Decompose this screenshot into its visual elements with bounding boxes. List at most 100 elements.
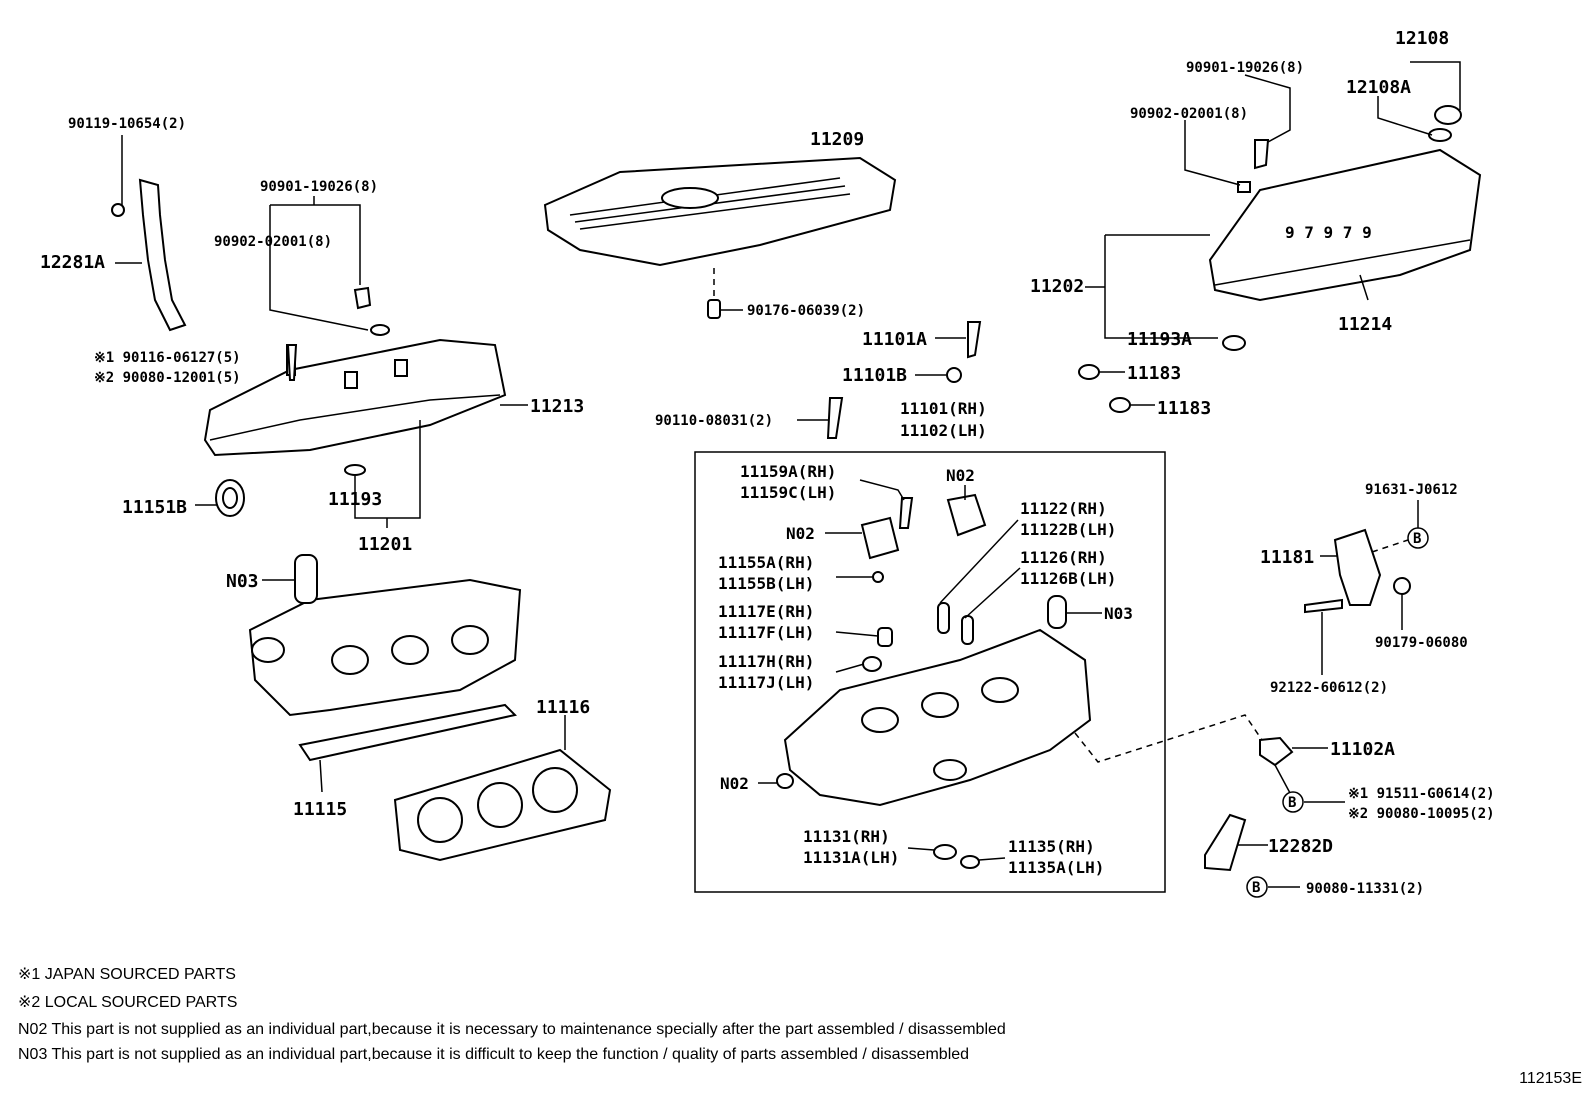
stud-92122-drawing [1304, 598, 1343, 614]
cylinder-head-assy-box [694, 451, 1166, 893]
label-11159c: 11159C(LH) [740, 483, 836, 502]
label-11209: 11209 [810, 129, 864, 150]
engine-cover-drawing [543, 156, 897, 319]
label-11122b: 11122B(LH) [1020, 520, 1116, 539]
bolt-11159-drawing [898, 497, 914, 529]
label-90902-right: 90902-02001(8) [1130, 106, 1248, 122]
label-11117e: 11117E(RH) [718, 602, 814, 621]
label-11117h: 11117H(RH) [718, 652, 814, 671]
label-11183-b: 11183 [1157, 398, 1211, 419]
label-n02-left: N02 [786, 524, 815, 543]
nut-90179-drawing [1393, 577, 1411, 595]
bearing-cap-left-drawing [860, 516, 900, 560]
n03-tube-right-drawing [1047, 595, 1067, 629]
label-12108a: 12108A [1346, 77, 1411, 98]
plug-11183-b-drawing [1109, 397, 1131, 413]
label-90080-10095: ※2 90080-10095(2) [1348, 806, 1495, 822]
label-11126: 11126(RH) [1020, 548, 1107, 567]
note-n02: N02 This part is not supplied as an indi… [18, 1021, 1006, 1038]
label-11155b: 11155B(LH) [718, 574, 814, 593]
guide-11122-drawing [937, 602, 950, 634]
label-11117f: 11117F(LH) [718, 623, 814, 642]
label-11135: 11135(RH) [1008, 837, 1095, 856]
label-90901-left: 90901-19026(8) [260, 179, 378, 195]
label-91631: 91631-J0612 [1365, 482, 1458, 498]
bolt-90116-drawing [286, 344, 298, 381]
pin-11155-drawing [872, 571, 884, 583]
label-90119: 90119-10654(2) [68, 116, 186, 132]
label-11201: 11201 [358, 534, 412, 555]
label-n02-top: N02 [946, 466, 975, 485]
label-n03-right: N03 [1104, 604, 1133, 623]
label-11115: 11115 [293, 799, 347, 820]
label-11193: 11193 [328, 489, 382, 510]
b-marker-2-text: B [1288, 795, 1296, 811]
cylinder-head-left-drawing [248, 554, 522, 717]
label-90902-left: 90902-02001(8) [214, 234, 332, 250]
label-12108: 12108 [1395, 28, 1449, 49]
label-11181: 11181 [1260, 547, 1314, 568]
label-11126b: 11126B(LH) [1020, 569, 1116, 588]
part-labels: 12108 12108A 90901-19026(8) 90902-02001(… [40, 28, 1495, 897]
gasket-11193a-drawing [1222, 335, 1246, 351]
note-japan-sourced: ※1 JAPAN SOURCED PARTS [18, 966, 236, 983]
label-11101a: 11101A [862, 329, 927, 350]
note-local-sourced: ※2 LOCAL SOURCED PARTS [18, 994, 238, 1011]
guide-11117e-drawing [877, 627, 893, 647]
label-90110: 90110-08031(2) [655, 413, 773, 429]
label-11101: 11101(RH) [900, 399, 987, 418]
label-12282d: 12282D [1268, 836, 1333, 857]
label-11116: 11116 [536, 697, 590, 718]
n03-tube-drawing [294, 554, 318, 604]
plug-11117h-drawing [862, 656, 882, 672]
guide-11126-drawing [961, 615, 974, 645]
bolt-11101a-drawing [967, 321, 982, 359]
gasket-11115-drawing [298, 703, 517, 762]
label-11155a: 11155A(RH) [718, 553, 814, 572]
plug-11183-a-drawing [1078, 364, 1100, 380]
bearing-cap-right-drawing [946, 493, 987, 537]
plug-11131-drawing [933, 844, 957, 860]
head-cover-right-drawing: 9 7 9 7 9 [1208, 105, 1482, 302]
head-gasket-11116-drawing [393, 748, 612, 862]
label-11101b: 11101B [842, 365, 907, 386]
label-11122: 11122(RH) [1020, 499, 1107, 518]
plug-11135-drawing [960, 855, 980, 869]
label-90179: 90179-06080 [1375, 635, 1468, 651]
label-11131: 11131(RH) [803, 827, 890, 846]
b-marker-2 [1282, 791, 1304, 813]
label-11214: 11214 [1338, 314, 1392, 335]
label-11102: 11102(LH) [900, 421, 987, 440]
label-11102a: 11102A [1330, 739, 1395, 760]
b-marker-3-text: B [1252, 880, 1260, 896]
label-91511: ※1 91511-G0614(2) [1348, 786, 1495, 802]
label-11159a: 11159A(RH) [740, 462, 836, 481]
label-11131a: 11131A(LH) [803, 848, 899, 867]
label-90116: ※1 90116-06127(5) [94, 350, 241, 366]
bracket-12281a-drawing [111, 178, 187, 332]
b-markers: B B B [1246, 527, 1429, 898]
label-n03-left: N03 [226, 571, 259, 592]
b-marker-1-text: B [1413, 531, 1421, 547]
n02-plug-drawing [776, 773, 794, 789]
label-11183-a: 11183 [1127, 363, 1181, 384]
bracket-11181-drawing [1333, 528, 1382, 606]
label-92122: 92122-60612(2) [1270, 680, 1388, 696]
label-11117j: 11117J(LH) [718, 673, 814, 692]
washer-11101b-drawing [946, 367, 962, 383]
label-11202: 11202 [1030, 276, 1084, 297]
b-marker-1 [1407, 527, 1429, 549]
seal-11151b-inner [222, 487, 238, 509]
figure-id: 112153E [1519, 1070, 1582, 1087]
sensor-11102a-drawing [1259, 736, 1294, 767]
label-11213: 11213 [530, 396, 584, 417]
note-n03: N03 This part is not supplied as an indi… [18, 1046, 970, 1063]
head-cover-left-drawing [203, 286, 507, 476]
label-11193a: 11193A [1127, 329, 1192, 350]
label-90080-12001: ※2 90080-12001(5) [94, 370, 241, 386]
label-90176: 90176-06039(2) [747, 303, 865, 319]
bolt-90110-drawing [826, 397, 844, 439]
cover-embossing: 9 7 9 7 9 [1285, 223, 1372, 242]
